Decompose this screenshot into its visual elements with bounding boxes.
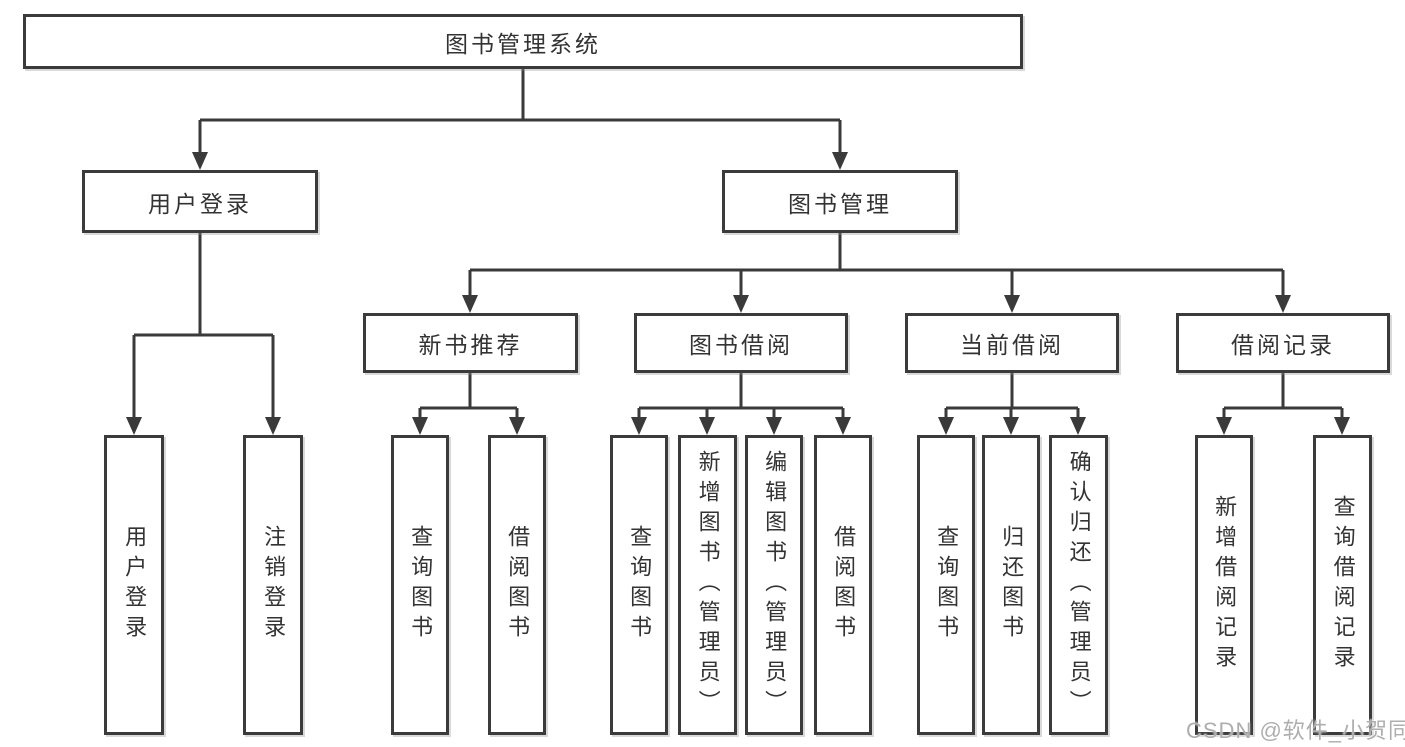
node-new-book-recommend: 新书推荐	[363, 313, 578, 373]
leaf-borrow-query-books: 查询图书	[610, 435, 668, 735]
leaf-current-return-books: 归还图书	[982, 435, 1040, 735]
leaf-records-add-record: 新增借阅记录	[1195, 435, 1253, 735]
arrowheads	[126, 152, 1350, 435]
leaf-newbook-query-books: 查询图书	[391, 435, 449, 735]
leaf-current-query-books-label: 查询图书	[934, 525, 960, 645]
leaf-records-query-record: 查询借阅记录	[1313, 435, 1372, 735]
leaf-borrow-borrow-books: 借阅图书	[814, 435, 872, 735]
node-user-login-label: 用户登录	[148, 190, 252, 217]
node-root: 图书管理系统	[23, 14, 1023, 69]
leaf-borrow-edit-books-label: 编辑图书（管理员）	[762, 450, 788, 720]
node-book-borrow: 图书借阅	[634, 313, 848, 373]
node-root-label: 图书管理系统	[445, 30, 601, 57]
node-book-management-label: 图书管理	[788, 190, 892, 217]
leaf-records-add-record-label: 新增借阅记录	[1212, 495, 1238, 675]
leaf-borrow-borrow-books-label: 借阅图书	[831, 525, 857, 645]
leaf-borrow-edit-books: 编辑图书（管理员）	[745, 435, 803, 735]
leaf-current-return-books-label: 归还图书	[999, 525, 1025, 645]
leaf-newbook-borrow-books-label: 借阅图书	[505, 525, 531, 645]
leaf-borrow-query-books-label: 查询图书	[627, 525, 653, 645]
leaf-newbook-borrow-books: 借阅图书	[488, 435, 546, 735]
csdn-watermark: CSDN @软件_小贺同学	[1186, 718, 1405, 743]
leaf-logout-label: 注销登录	[261, 525, 287, 645]
leaf-current-confirm-return: 确认归还（管理员）	[1049, 435, 1108, 735]
node-current-borrow: 当前借阅	[905, 313, 1119, 373]
leaf-newbook-query-books-label: 查询图书	[408, 525, 434, 645]
node-current-borrow-label: 当前借阅	[960, 332, 1064, 358]
node-new-book-recommend-label: 新书推荐	[418, 332, 523, 358]
leaf-user-login: 用户登录	[104, 435, 164, 735]
node-borrow-records: 借阅记录	[1176, 313, 1390, 373]
leaf-user-login-label: 用户登录	[122, 525, 148, 645]
leaf-current-confirm-return-label: 确认归还（管理员）	[1066, 450, 1092, 720]
leaf-current-query-books: 查询图书	[917, 435, 975, 735]
connector-segments	[132, 69, 1344, 418]
leaf-borrow-add-books-label: 新增图书（管理员）	[695, 450, 721, 720]
node-borrow-records-label: 借阅记录	[1231, 332, 1335, 358]
node-book-management: 图书管理	[722, 170, 958, 233]
node-book-borrow-label: 图书借阅	[689, 332, 793, 358]
node-user-login: 用户登录	[82, 170, 318, 233]
leaf-records-query-record-label: 查询借阅记录	[1330, 495, 1356, 675]
leaf-logout: 注销登录	[243, 435, 303, 735]
leaf-borrow-add-books: 新增图书（管理员）	[678, 435, 737, 735]
